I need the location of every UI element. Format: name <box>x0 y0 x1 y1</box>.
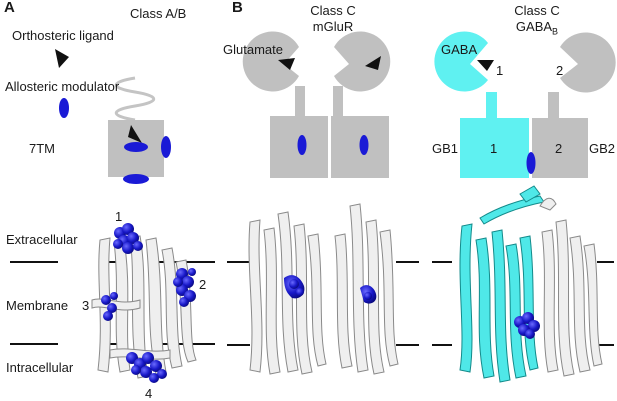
mglur-allosteric-spheres <box>284 275 377 304</box>
gb1-vft <box>434 31 488 92</box>
gb1-vft-number: 1 <box>496 63 504 78</box>
membrane-label: Membrane <box>6 298 69 313</box>
orthosteric-ligand-wedge <box>55 49 69 68</box>
gabab-schematic <box>434 31 616 178</box>
glutamate-wedge-left <box>278 58 295 70</box>
allosteric-site-bottom <box>123 174 149 184</box>
gabab-allosteric-spheres <box>514 312 540 339</box>
gabab-title-line1: Class C <box>514 3 560 18</box>
gb2-ribbon-structure <box>539 197 603 377</box>
glutamate-wedge-right <box>365 56 381 70</box>
gb2-stalk <box>548 92 559 118</box>
mglur-allosteric-site-left <box>297 135 307 155</box>
allosteric-modulator-label: Allosteric modulator <box>5 79 120 94</box>
mglur-allosteric-site-right <box>359 135 369 155</box>
mglur-stalk-right <box>333 86 343 116</box>
glutamate-label: Glutamate <box>223 42 283 57</box>
allosteric-site-side <box>161 136 171 158</box>
panel-letter-b: B <box>232 0 243 16</box>
gb1-stalk <box>486 92 497 118</box>
site-number-2: 2 <box>199 277 207 292</box>
site-number-1: 1 <box>115 209 123 224</box>
mglur-stalk-left <box>295 86 305 116</box>
intracellular-label: Intracellular <box>6 360 74 375</box>
gabab-allosteric-site <box>526 152 536 174</box>
gb2-tm <box>532 118 588 178</box>
mglur-vft-left <box>242 31 299 92</box>
gabab-title-subscript: B <box>552 26 559 37</box>
mglur-title-line2: mGluR <box>312 19 354 34</box>
mglur-vft-right <box>334 31 391 92</box>
allosteric-modulator-oval <box>59 98 69 118</box>
gb2-vft <box>560 32 616 93</box>
orthosteric-ligand-wedge-bound <box>128 125 142 143</box>
gb2-tm-number: 2 <box>555 141 563 156</box>
gb1-label: GB1 <box>432 141 459 156</box>
gabab-title-line2: GABAB <box>515 19 559 37</box>
site-number-3: 3 <box>82 298 90 313</box>
gaba-wedge <box>477 60 494 71</box>
gb2-label: GB2 <box>589 141 616 156</box>
orthosteric-ligand-label: Orthosteric ligand <box>12 28 114 43</box>
mglur-ribbon-structure <box>248 203 399 375</box>
class-ab-title: Class A/B <box>130 6 187 21</box>
gb1-tm-number: 1 <box>490 141 498 156</box>
class-ab-allosteric-spheres <box>101 223 196 383</box>
panel-letter-a: A <box>4 0 15 16</box>
allosteric-site-top <box>124 142 148 152</box>
7tm-label: 7TM <box>29 141 55 156</box>
mglur-title-line1: Class C <box>310 3 356 18</box>
gaba-label: GABA <box>441 42 478 57</box>
extracellular-loop-coil <box>114 76 156 122</box>
gb2-vft-number: 2 <box>556 63 564 78</box>
gb1-tm <box>460 118 529 178</box>
mglur-schematic <box>242 31 391 178</box>
extracellular-label: Extracellular <box>6 232 78 247</box>
site-number-4: 4 <box>145 386 153 401</box>
gb1-ribbon-structure <box>459 185 545 383</box>
